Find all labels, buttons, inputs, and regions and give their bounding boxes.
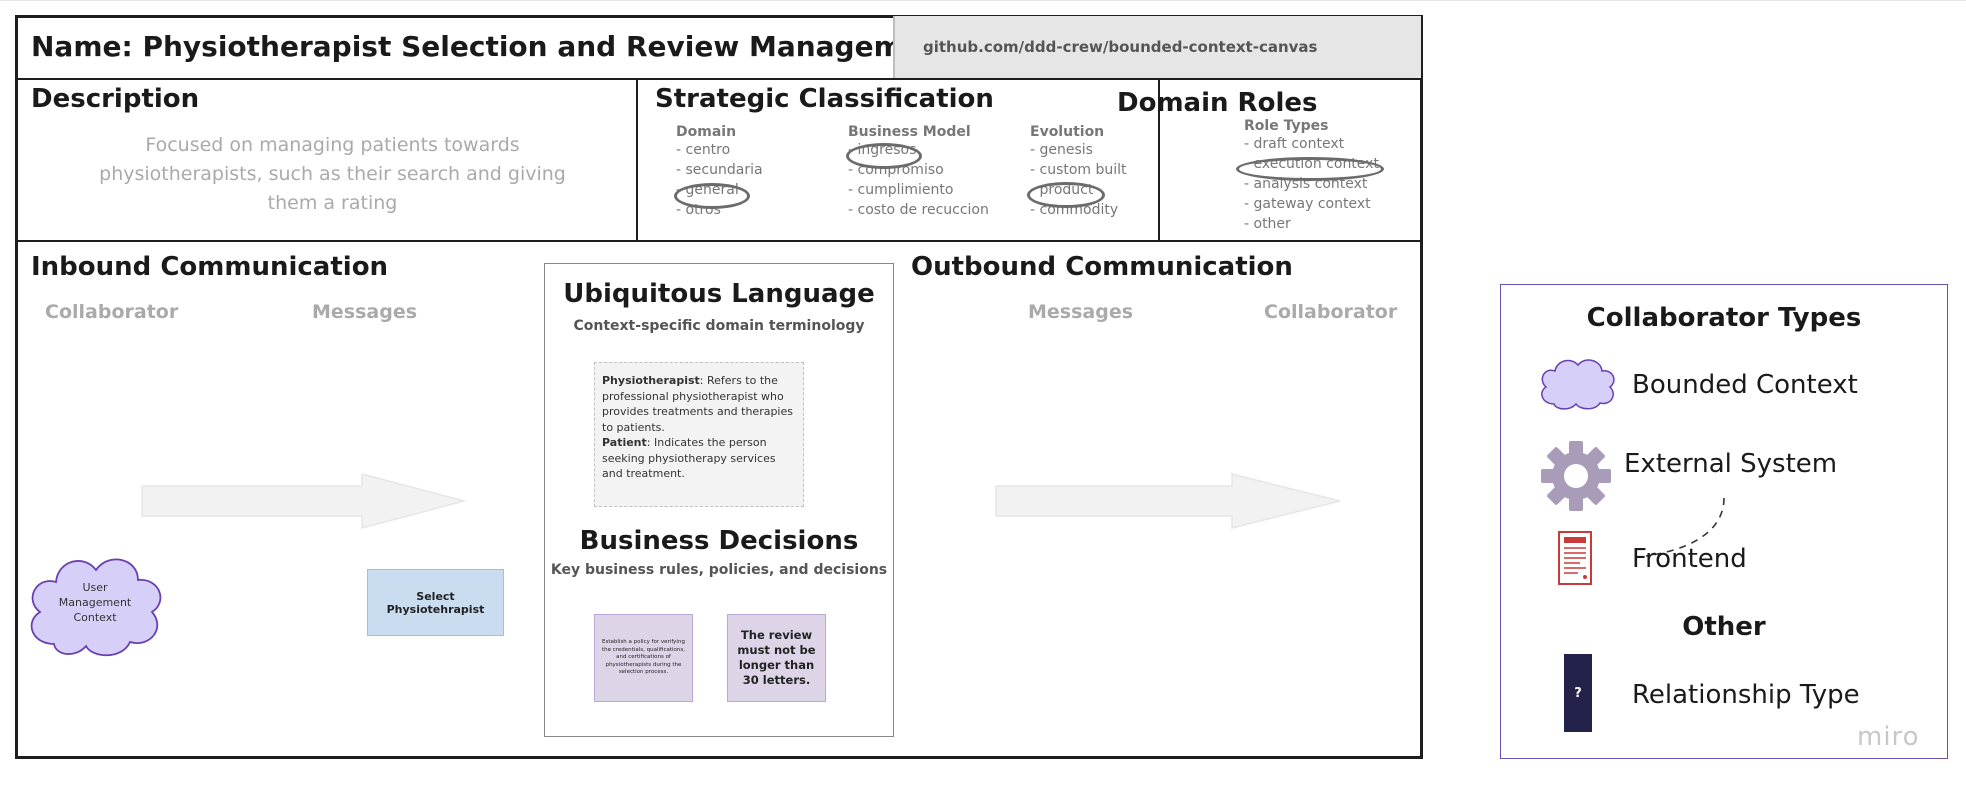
business-model-item: - cumplimiento	[848, 182, 954, 198]
outbound-title: Outbound Communication	[911, 252, 1293, 282]
decisions-title: Business Decisions	[579, 526, 859, 556]
divider-top-sections	[15, 240, 1423, 242]
domain-selection-circle	[674, 183, 750, 209]
gear-icon	[1541, 441, 1611, 511]
evolution-selection-circle	[1027, 182, 1105, 208]
inbound-message-text: Select Physiotehrapist	[386, 589, 485, 616]
glossary-definition: : Indicates the person seeking physiothe…	[602, 436, 776, 480]
business-model-column: Business Model - ingresos - compromiso -…	[848, 124, 989, 220]
domain-heading: Domain	[676, 124, 737, 140]
evolution-item: - custom built	[1030, 162, 1127, 178]
decision-text: The review must not be longer than 30 le…	[737, 628, 816, 687]
role-types-heading: Role Types	[1244, 118, 1329, 134]
evolution-column: Evolution - genesis - custom built - pro…	[1030, 124, 1127, 220]
legend-relationship-type: Relationship Type	[1632, 680, 1860, 710]
inbound-messages-label: Messages	[312, 301, 418, 323]
outbound-collaborator-label: Collaborator	[1264, 301, 1398, 323]
decision-sticky-note[interactable]: The review must not be longer than 30 le…	[727, 614, 826, 702]
legend-frontend: Frontend	[1632, 544, 1747, 574]
decision-sticky-note[interactable]: Establish a policy for verifying the cre…	[594, 614, 693, 702]
domain-column: Domain - centro - secundaria - general -…	[676, 124, 763, 220]
bounded-context-canvas	[15, 15, 1423, 759]
role-type-item: - other	[1244, 216, 1291, 232]
role-selection-circle	[1236, 157, 1384, 181]
glossary-note: Physiotherapist: Refers to the professio…	[594, 362, 804, 507]
evolution-item: - genesis	[1030, 142, 1093, 158]
glossary-definition: : Refers to the professional physiothera…	[602, 374, 793, 434]
canvas-name: Name: Physiotherapist Selection and Revi…	[31, 30, 1005, 63]
divider-description	[636, 79, 638, 241]
frontend-icon	[1558, 531, 1592, 585]
ubiquitous-language-panel	[544, 263, 894, 737]
business-model-selection-circle	[846, 143, 922, 169]
miro-logo: miro	[1857, 722, 1920, 752]
top-rule	[0, 0, 1966, 1]
legend-external-system: External System	[1624, 449, 1838, 479]
strategic-title: Strategic Classification	[655, 84, 994, 114]
dashed-connector	[1645, 497, 1725, 557]
divider-domain-roles	[1158, 79, 1160, 241]
relationship-symbol: ?	[1574, 685, 1582, 701]
legend-other-title: Other	[1682, 612, 1766, 642]
ubiquitous-subtitle: Context-specific domain terminology	[573, 318, 865, 334]
outbound-arrow	[995, 473, 1341, 529]
bounded-context-icon	[1541, 359, 1615, 410]
domain-roles-title: Domain Roles	[1117, 88, 1318, 118]
outbound-messages-label: Messages	[1028, 301, 1134, 323]
role-type-item: - gateway context	[1244, 196, 1371, 212]
legend-panel	[1500, 284, 1948, 759]
collaborator-cloud-icon[interactable]	[22, 544, 168, 660]
glossary-term: Physiotherapist	[602, 374, 700, 387]
description-title: Description	[31, 84, 200, 114]
description-text: Focused on managing patients towards phy…	[99, 134, 566, 214]
role-type-item: - draft context	[1244, 136, 1345, 152]
business-model-item: - costo de recuccion	[848, 202, 989, 218]
glossary-term: Patient	[602, 436, 647, 449]
collaborator-name: User Management Context	[58, 581, 132, 624]
business-model-heading: Business Model	[848, 124, 971, 140]
inbound-title: Inbound Communication	[31, 252, 389, 282]
source-link[interactable]: github.com/ddd-crew/bounded-context-canv…	[893, 16, 1421, 78]
relationship-type-icon: ?	[1564, 654, 1592, 732]
decision-text: Establish a policy for verifying the cre…	[601, 639, 686, 676]
divider-name	[15, 78, 1423, 80]
legend-title: Collaborator Types	[1586, 303, 1862, 333]
domain-item: - centro	[676, 142, 731, 158]
domain-item: - secundaria	[676, 162, 763, 178]
legend-bounded-context: Bounded Context	[1632, 370, 1858, 400]
decisions-subtitle: Key business rules, policies, and decisi…	[550, 562, 888, 578]
ubiquitous-title: Ubiquitous Language	[563, 279, 875, 309]
evolution-heading: Evolution	[1030, 124, 1105, 140]
inbound-message-card[interactable]: Select Physiotehrapist	[367, 569, 504, 636]
inbound-collaborator-label: Collaborator	[45, 301, 179, 323]
inbound-arrow	[141, 473, 466, 529]
